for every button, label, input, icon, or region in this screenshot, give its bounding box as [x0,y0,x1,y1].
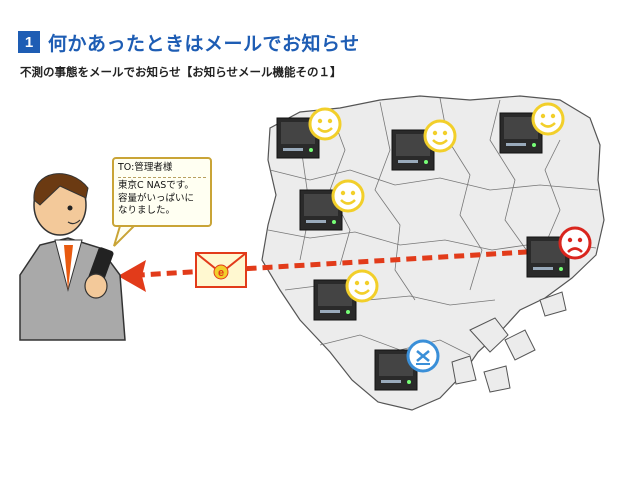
happy-face-icon [345,269,379,303]
server-lower-center [313,269,379,321]
section-number-badge: 1 [18,31,40,53]
bubble-tail [113,225,137,247]
email-line-1: 東京C NASです。 [118,179,194,191]
email-line-3: なりました。 [118,205,176,217]
arrow-head-icon [118,260,146,292]
bay-islands [451,291,567,393]
section-title: 何かあったときはメールでお知らせ [48,32,360,55]
sad-face-icon [558,226,592,260]
email-recipient: TO:管理者様 [118,162,206,178]
server-right-alert [526,226,592,278]
envelope-letter: e [218,267,224,279]
neutral-face-icon [406,339,440,373]
notification-arrow [118,247,561,292]
server-top-center [391,119,457,171]
server-top-right [499,102,565,154]
administrator-figure [19,173,126,341]
happy-face-icon [423,119,457,153]
email-line-2: 容量がいっぱいに [118,192,195,204]
section-heading: 1 何かあったときはメールでお知らせ [18,30,360,55]
section-subtitle: 不測の事態をメールでお知らせ【お知らせメール機能その１】 [20,65,342,79]
server-top-left [276,107,342,159]
mail-envelope-icon: e [195,252,247,288]
happy-face-icon [331,179,365,213]
email-speech-bubble: TO:管理者様 東京C NASです。 容量がいっぱいに なりました。 [112,157,212,227]
server-bottom [374,339,440,391]
happy-face-icon [531,102,565,136]
server-middle-left [299,179,365,231]
tokyo-map [261,95,605,411]
happy-face-icon [308,107,342,141]
